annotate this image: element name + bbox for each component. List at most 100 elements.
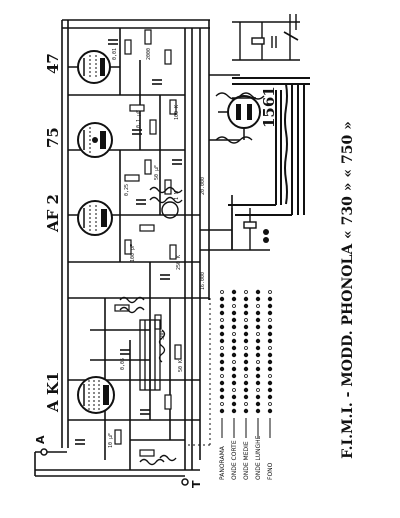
switch-contact-dot (268, 402, 272, 406)
antenna-label: A (34, 435, 47, 444)
switch-contact-dot (255, 296, 261, 302)
switch-contact-dot (267, 303, 273, 309)
capacitors (75, 39, 182, 445)
switch-contact-dot (267, 394, 273, 400)
value-label: 100 K (174, 105, 180, 120)
switch-contact-dot (267, 366, 273, 372)
value-label: 50 K (178, 360, 184, 372)
legend-leaders (221, 418, 271, 438)
switch-contact-dot (244, 346, 248, 350)
value-label: 1 M (174, 191, 180, 200)
tube-AK1-label: A K1 (44, 372, 62, 413)
switch-contact-dot (243, 352, 249, 358)
switch-contact-dot (231, 380, 237, 386)
band-switch (188, 298, 211, 446)
switch-contact-dot (219, 380, 225, 386)
switch-contact-dot (219, 324, 225, 330)
tube-75 (77, 122, 113, 158)
switch-contact-dot (219, 310, 225, 316)
switch-contact-dot (244, 374, 248, 378)
switch-contact-dot (231, 310, 237, 316)
switch-contact-dot (256, 332, 260, 336)
switch-contact-dot (220, 402, 224, 406)
switch-contact-dot (219, 387, 225, 393)
switch-contact-dot (219, 394, 225, 400)
switch-contact-dot (244, 402, 248, 406)
switch-contact-dot (243, 338, 249, 344)
switch-contact-dot (219, 296, 225, 302)
switch-contact-dot (255, 373, 261, 379)
switch-contact-dot (255, 401, 261, 407)
ground-terminal (181, 478, 189, 486)
switch-contact-dot (231, 394, 237, 400)
switch-contact-dot (243, 296, 249, 302)
switch-contact-dot (232, 332, 236, 336)
switch-contact-dot (219, 352, 225, 358)
tube-47 (68, 50, 120, 84)
tube-AF2 (77, 200, 113, 236)
switch-contact-dot (255, 324, 261, 330)
switch-contact-dot (219, 303, 225, 309)
ground-label: T (190, 480, 203, 488)
switch-contact-dot (243, 394, 249, 400)
switch-contact-dot (219, 408, 225, 414)
switch-contact-dot (255, 289, 261, 295)
switch-contact-dot (267, 296, 273, 302)
value-label: 20.000 (200, 177, 206, 195)
switch-contact-dot (267, 387, 273, 393)
main-wiring (34, 19, 240, 477)
switch-contact-dot (232, 360, 236, 364)
coil-bank (139, 319, 166, 391)
switch-contact-dot (268, 290, 272, 294)
switch-contact-dot (232, 304, 236, 308)
switch-contact-dot (267, 338, 273, 344)
legend-panorama: PANORAMA (219, 445, 226, 480)
switch-contact-dot (267, 380, 273, 386)
tube-AF2-label: AF 2 (44, 194, 62, 233)
switch-contact-dot (267, 408, 273, 414)
switch-contact-dot (219, 338, 225, 344)
switch-contact-dot (255, 380, 261, 386)
switch-contact-dot (244, 318, 248, 322)
switch-contact-dot (220, 374, 224, 378)
value-label: 16.000 (200, 272, 206, 290)
switch-contact-dot (267, 331, 273, 337)
switch-contact-dot (231, 317, 237, 323)
if-coils (119, 186, 183, 466)
value-label: 100 pF (130, 244, 136, 262)
switch-contact-dot (243, 408, 249, 414)
switch-contact-dot (267, 324, 273, 330)
switch-contact-dot (243, 366, 249, 372)
switch-contact-dot (267, 310, 273, 316)
value-label: 0,25 (124, 184, 130, 196)
switch-contact-dot (268, 318, 272, 322)
switch-contact-dot (219, 359, 225, 365)
switch-contact-dot (267, 352, 273, 358)
tube-1561-label: 1561 (260, 86, 278, 128)
switch-contact-dot (255, 408, 261, 414)
switch-contact-dot (220, 318, 224, 322)
tone-network (231, 208, 270, 251)
switch-contact-dot (256, 304, 260, 308)
antenna-terminal (40, 448, 48, 456)
switch-contact-dot (231, 408, 237, 414)
switch-position-matrix (219, 289, 273, 414)
switch-contact-dot (268, 346, 272, 350)
tube-1561 (218, 95, 261, 140)
tube-47-label: 47 (44, 53, 62, 74)
value-label: 250 K (176, 255, 182, 270)
switch-contact-dot (231, 366, 237, 372)
switch-contact-dot (255, 317, 261, 323)
switch-contact-dot (231, 289, 237, 295)
tube-75-label: 75 (44, 127, 62, 148)
value-label: 10 µF (108, 433, 114, 448)
speaker-network (232, 14, 300, 61)
legend-onde-medie: ONDE MEDIE (243, 441, 250, 480)
switch-contact-dot (244, 290, 248, 294)
switch-contact-dot (243, 324, 249, 330)
switch-contact-dot (219, 331, 225, 337)
power-transformer (215, 77, 310, 216)
value-label: 500 (160, 331, 166, 340)
switch-contact-dot (255, 352, 261, 358)
